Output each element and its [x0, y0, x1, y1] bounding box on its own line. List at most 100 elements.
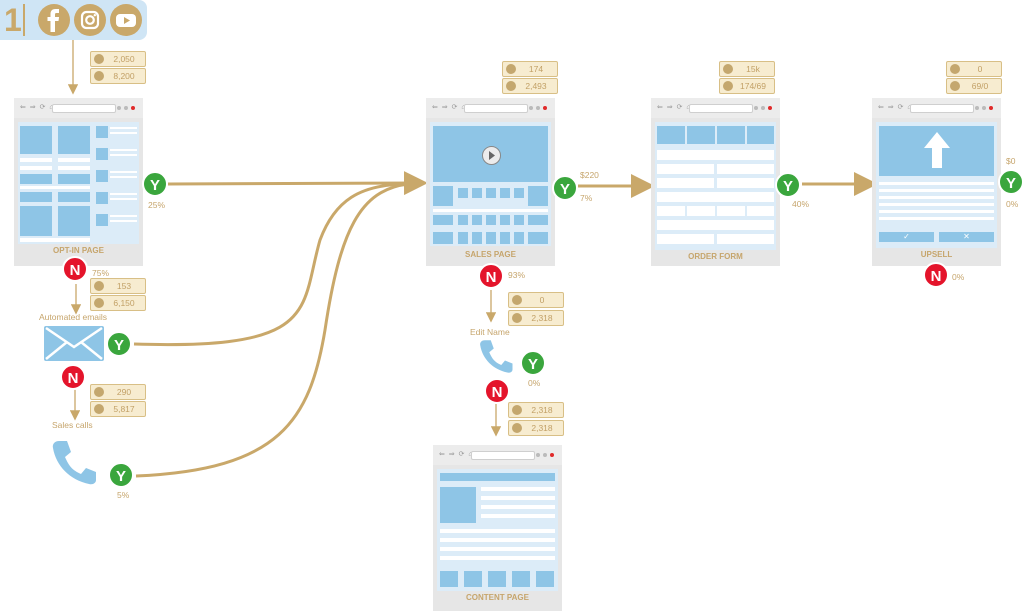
content-page-label: CONTENT PAGE [466, 593, 529, 602]
instagram-icon[interactable] [74, 4, 106, 36]
browser-bar: ⇐ ⇒ ⟳ ⌂ [872, 98, 1001, 118]
upsell-no-percent: 0% [952, 272, 965, 282]
order-views-stat: 15k [719, 61, 775, 77]
emails-yes-badge[interactable]: Y [106, 331, 132, 357]
upsell-no-badge[interactable]: N [923, 262, 949, 288]
window-buttons [536, 453, 556, 457]
sales-no-badge[interactable]: N [478, 263, 504, 289]
content-page-card[interactable]: ⇐ ⇒ ⟳ ⌂ CONTENT PAGE [433, 445, 562, 611]
editname-yes-percent: 0% [528, 378, 541, 388]
emails-views-stat: 153 [90, 278, 146, 294]
upsell-yes-percent: 0% [1006, 199, 1019, 209]
order-yes-badge[interactable]: Y [775, 172, 801, 198]
content-views-stat: 2,318 [508, 402, 564, 418]
envelope-icon[interactable] [43, 325, 105, 362]
check-circle-icon [512, 295, 522, 305]
sales-yes-badge[interactable]: Y [552, 175, 578, 201]
sales-yes-percent: 7% [580, 193, 593, 203]
sales-people-stat: 2,493 [502, 78, 558, 94]
check-circle-icon [512, 405, 522, 415]
upsell-yes-badge[interactable]: Y [998, 169, 1024, 195]
optin-no-badge[interactable]: N [62, 256, 88, 282]
optin-yes-percent: 25% [148, 200, 166, 210]
editname-label: Edit Name [470, 327, 510, 337]
order-form-label: ORDER FORM [688, 252, 743, 261]
optin-views-stat: 2,050 [90, 51, 146, 67]
sales-page-card[interactable]: ⇐ ⇒ ⟳ ⌂ SALES PAGE [426, 98, 555, 266]
browser-nav-icons: ⇐ ⇒ ⟳ ⌂ [878, 104, 913, 111]
browser-bar: ⇐ ⇒ ⟳ ⌂ [426, 98, 555, 118]
traffic-source-header: 1 [0, 0, 147, 40]
content-people-stat: 2,318 [508, 420, 564, 436]
editname-views-stat: 0 [508, 292, 564, 308]
editname-yes-badge[interactable]: Y [520, 350, 546, 376]
check-circle-icon [94, 387, 104, 397]
connector-calls-to-sales [135, 182, 409, 478]
person-icon [950, 81, 960, 91]
browser-nav-icons: ⇐ ⇒ ⟳ ⌂ [432, 104, 467, 111]
window-buttons [117, 106, 137, 110]
upsell-price: $0 [1006, 156, 1016, 166]
upsell-views-stat: 0 [946, 61, 1002, 77]
play-icon[interactable] [482, 146, 501, 165]
person-icon [506, 81, 516, 91]
upsell-page-card[interactable]: ⇐ ⇒ ⟳ ⌂ ✓ ✕ UPSELL [872, 98, 1001, 266]
browser-bar: ⇐ ⇒ ⟳ ⌂ [651, 98, 780, 118]
browser-nav-icons: ⇐ ⇒ ⟳ ⌂ [20, 104, 55, 111]
step-number: 1 [4, 2, 22, 38]
browser-bar: ⇐ ⇒ ⟳ ⌂ [14, 98, 143, 118]
person-icon [94, 71, 104, 81]
calls-people-stat: 5,817 [90, 401, 146, 417]
optin-page-label: OPT-IN PAGE [53, 246, 104, 255]
calls-yes-percent: 5% [117, 490, 130, 500]
arrow-up-icon [923, 130, 951, 170]
calls-views-stat: 290 [90, 384, 146, 400]
window-buttons [754, 106, 774, 110]
check-circle-icon [94, 54, 104, 64]
order-people-stat: 174/69 [719, 78, 775, 94]
connector-emails-to-sales [133, 182, 406, 347]
optin-page-card[interactable]: ⇐ ⇒ ⟳ ⌂ OPT-IN PAGE [14, 98, 143, 266]
check-circle-icon [506, 64, 516, 74]
optin-people-stat: 8,200 [90, 68, 146, 84]
person-icon [94, 404, 104, 414]
step-divider [23, 4, 25, 36]
browser-bar: ⇐ ⇒ ⟳ ⌂ [433, 445, 562, 465]
window-buttons [529, 106, 549, 110]
decline-button[interactable]: ✕ [939, 232, 994, 242]
check-circle-icon [94, 281, 104, 291]
emails-label: Automated emails [39, 312, 108, 322]
phone-icon[interactable] [478, 338, 514, 374]
person-icon [723, 81, 733, 91]
phone-icon[interactable] [50, 438, 98, 486]
sales-price: $220 [580, 170, 599, 180]
check-circle-icon [723, 64, 733, 74]
sales-wireframe [430, 122, 551, 246]
order-form-card[interactable]: ⇐ ⇒ ⟳ ⌂ ORDER FORM [651, 98, 780, 266]
window-buttons [975, 106, 995, 110]
editname-people-stat: 2,318 [508, 310, 564, 326]
sales-page-label: SALES PAGE [465, 250, 516, 259]
browser-nav-icons: ⇐ ⇒ ⟳ ⌂ [439, 451, 474, 458]
order-wireframe [655, 122, 776, 250]
emails-people-stat: 6,150 [90, 295, 146, 311]
connector-optin-to-sales [167, 171, 428, 196]
accept-button[interactable]: ✓ [879, 232, 934, 242]
upsell-label: UPSELL [920, 250, 953, 259]
upsell-people-stat: 69/0 [946, 78, 1002, 94]
sales-views-stat: 174 [502, 61, 558, 77]
youtube-icon[interactable] [110, 4, 142, 36]
optin-yes-badge[interactable]: Y [142, 171, 168, 197]
person-icon [512, 423, 522, 433]
facebook-icon[interactable] [38, 4, 70, 36]
editname-no-badge[interactable]: N [484, 378, 510, 404]
calls-label: Sales calls [52, 420, 93, 430]
content-wireframe [437, 469, 558, 591]
optin-no-percent: 75% [92, 268, 110, 278]
order-yes-percent: 40% [792, 199, 810, 209]
browser-nav-icons: ⇐ ⇒ ⟳ ⌂ [657, 104, 692, 111]
upsell-wireframe: ✓ ✕ [876, 122, 997, 248]
emails-no-badge[interactable]: N [60, 364, 86, 390]
calls-yes-badge[interactable]: Y [108, 462, 134, 488]
